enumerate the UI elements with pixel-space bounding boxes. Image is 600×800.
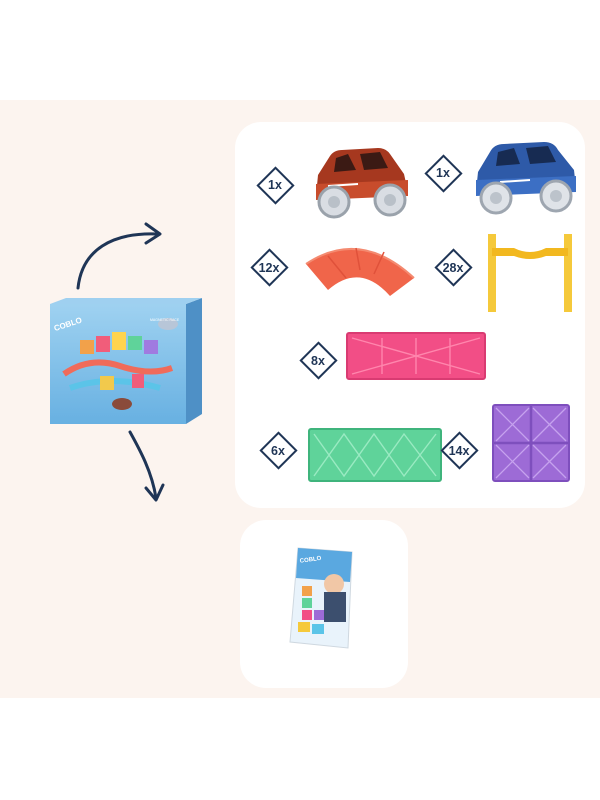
quantity-blue-car: 1x (436, 166, 450, 180)
purple-tile-icon (492, 404, 570, 482)
blue-car-icon (476, 142, 576, 215)
pink-tile-icon (346, 332, 486, 380)
quantity-green-tile: 6x (271, 444, 285, 458)
instruction-manual (289, 547, 353, 649)
quantity-red-car: 1x (268, 178, 282, 192)
product-box (50, 298, 202, 424)
red-car-icon (316, 148, 408, 219)
green-tile-icon (308, 428, 442, 482)
gate-pillar-icon (488, 234, 572, 312)
quantity-curved-track: 12x (258, 261, 280, 275)
quantity-pink-tile: 8x (311, 354, 325, 368)
quantity-gate-pillar: 28x (442, 261, 464, 275)
box-subtitle-label: MAGNETIC RACE (150, 318, 180, 322)
quantity-purple-tile: 14x (448, 444, 470, 458)
curved-track-icon (305, 247, 415, 296)
